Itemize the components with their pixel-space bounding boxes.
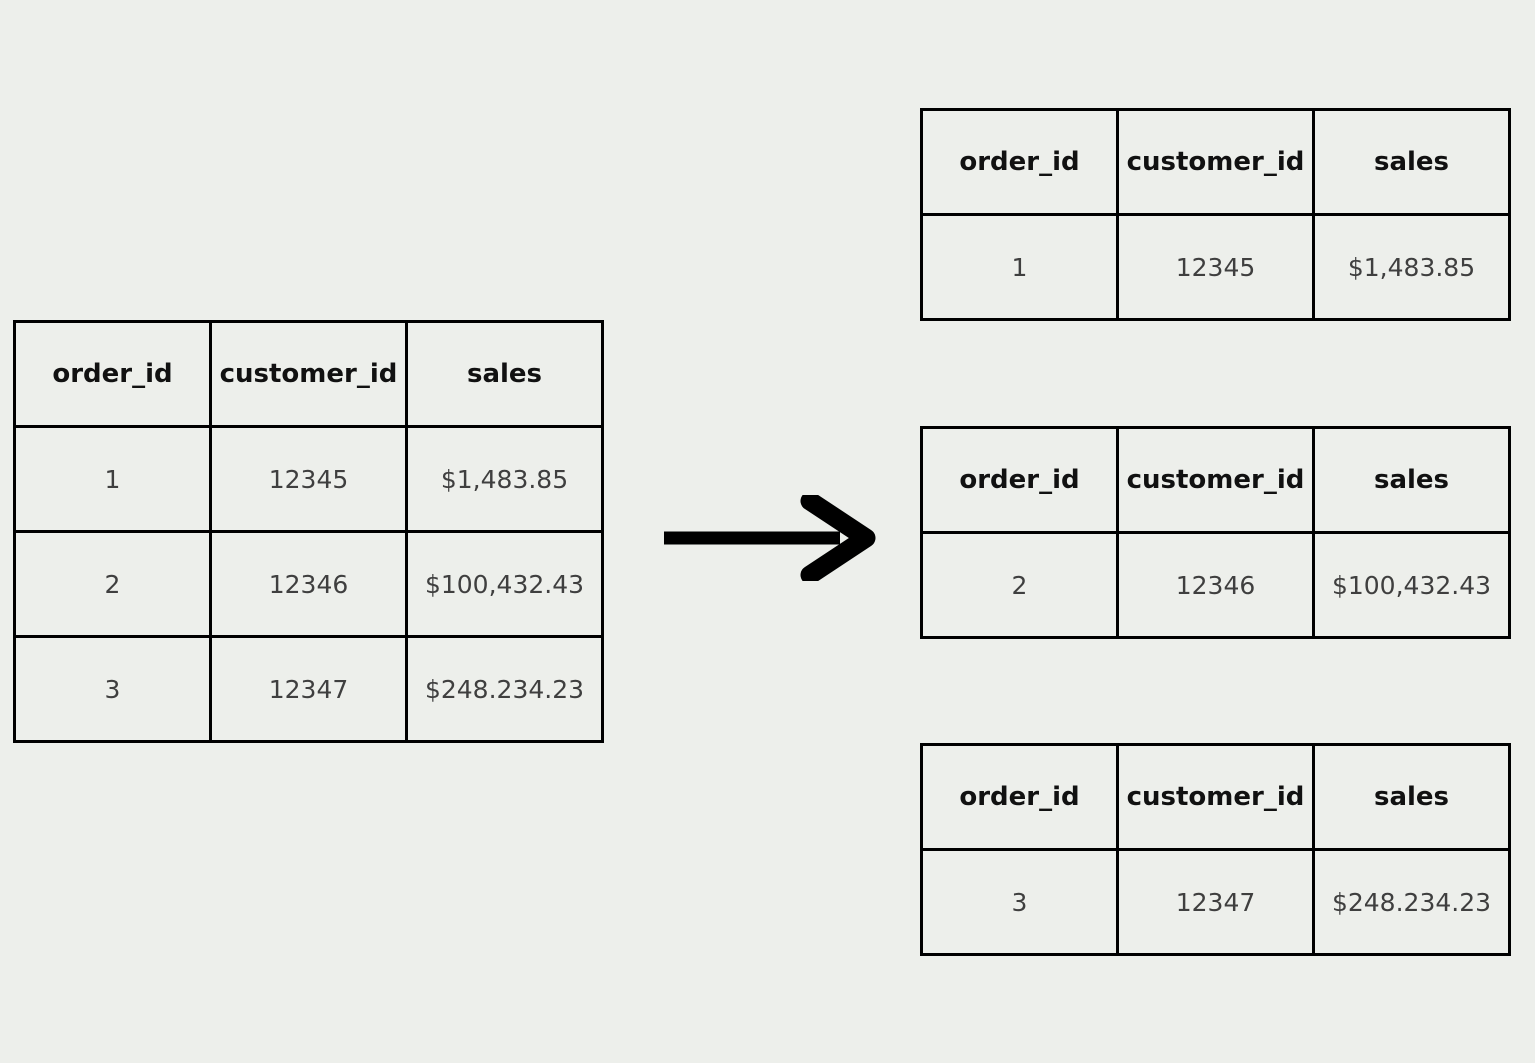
column-header-customer-id: customer_id [1116,108,1315,216]
right-arrow-icon [664,495,876,581]
column-header-sales: sales [405,320,604,428]
cell-customer-id: 12347 [1116,848,1315,956]
cell-order-id: 1 [13,425,212,533]
cell-customer-id: 12346 [1116,531,1315,639]
result-table-1: order_id customer_id sales 1 12345 $1,48… [920,108,1511,321]
cell-order-id: 1 [920,213,1119,321]
column-header-sales: sales [1312,743,1511,851]
column-header-customer-id: customer_id [1116,426,1315,534]
cell-sales: $100,432.43 [1312,531,1511,639]
cell-customer-id: 12345 [209,425,408,533]
column-header-customer-id: customer_id [1116,743,1315,851]
header-row: order_id customer_id sales [920,743,1511,851]
column-header-order-id: order_id [13,320,212,428]
column-header-customer-id: customer_id [209,320,408,428]
cell-sales: $100,432.43 [405,530,604,638]
source-table: order_id customer_id sales 1 12345 $1,48… [13,320,604,743]
column-header-order-id: order_id [920,426,1119,534]
table-row: 1 12345 $1,483.85 [920,213,1511,321]
cell-order-id: 3 [13,635,212,743]
column-header-sales: sales [1312,426,1511,534]
table-row: 3 12347 $248.234.23 [13,635,604,743]
cell-sales: $248.234.23 [1312,848,1511,956]
table-row: 1 12345 $1,483.85 [13,425,604,533]
column-header-order-id: order_id [920,108,1119,216]
result-table-3: order_id customer_id sales 3 12347 $248.… [920,743,1511,956]
cell-sales: $1,483.85 [405,425,604,533]
cell-sales: $1,483.85 [1312,213,1511,321]
cell-customer-id: 12346 [209,530,408,638]
cell-sales: $248.234.23 [405,635,604,743]
table-row: 2 12346 $100,432.43 [13,530,604,638]
cell-order-id: 2 [13,530,212,638]
column-header-order-id: order_id [920,743,1119,851]
column-header-sales: sales [1312,108,1511,216]
header-row: order_id customer_id sales [13,320,604,428]
header-row: order_id customer_id sales [920,108,1511,216]
header-row: order_id customer_id sales [920,426,1511,534]
cell-customer-id: 12345 [1116,213,1315,321]
table-row: 3 12347 $248.234.23 [920,848,1511,956]
arrow-head [800,495,876,581]
result-table-2: order_id customer_id sales 2 12346 $100,… [920,426,1511,639]
cell-order-id: 3 [920,848,1119,956]
cell-customer-id: 12347 [209,635,408,743]
table-row: 2 12346 $100,432.43 [920,531,1511,639]
cell-order-id: 2 [920,531,1119,639]
